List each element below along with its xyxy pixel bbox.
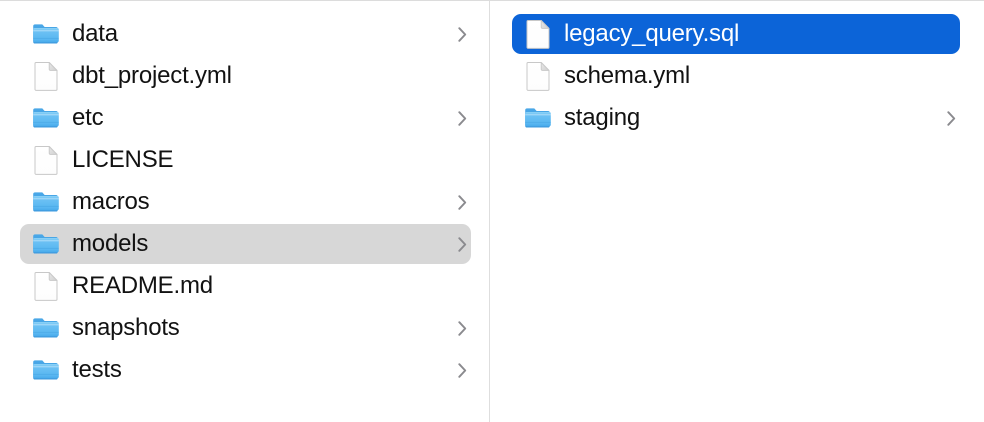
file-row-label: models <box>72 230 149 257</box>
folder-icon <box>32 356 60 384</box>
folder-icon-glyph <box>525 108 551 128</box>
folder-icon <box>32 188 60 216</box>
file-row-label: staging <box>564 104 640 131</box>
file-row-label: dbt_project.yml <box>72 62 232 89</box>
chevron-right-icon-glyph <box>946 110 955 126</box>
finder-column-child: legacy_query.sql schema.yml staging <box>490 1 983 422</box>
file-row-file[interactable]: dbt_project.yml <box>20 56 471 96</box>
file-row-label: etc <box>72 104 104 131</box>
disclosure-chevron-icon[interactable] <box>455 107 469 129</box>
folder-icon-glyph <box>33 108 59 128</box>
chevron-right-icon-glyph <box>457 110 466 126</box>
file-row-label: README.md <box>72 272 213 299</box>
disclosure-chevron-icon[interactable] <box>455 317 469 339</box>
folder-icon-glyph <box>33 318 59 338</box>
document-icon <box>32 61 60 91</box>
folder-icon <box>32 314 60 342</box>
file-row-folder[interactable]: etc <box>20 98 471 138</box>
file-row-label: data <box>72 20 118 47</box>
disclosure-chevron-icon[interactable] <box>455 23 469 45</box>
file-row-label: tests <box>72 356 122 383</box>
file-row-folder[interactable]: tests <box>20 350 471 390</box>
document-icon-glyph <box>526 19 550 49</box>
file-row-folder[interactable]: data <box>20 14 471 54</box>
file-row-folder[interactable]: staging <box>512 98 960 138</box>
document-icon <box>524 61 552 91</box>
folder-icon <box>32 230 60 258</box>
folder-icon <box>32 20 60 48</box>
chevron-right-icon-glyph <box>457 320 466 336</box>
document-icon-glyph <box>34 61 58 91</box>
file-row-label: schema.yml <box>564 62 691 89</box>
document-icon <box>32 145 60 175</box>
folder-icon <box>32 104 60 132</box>
chevron-right-icon-glyph <box>457 26 466 42</box>
file-row-label: legacy_query.sql <box>564 20 740 47</box>
folder-icon-glyph <box>33 360 59 380</box>
folder-icon <box>524 104 552 132</box>
file-row-label: snapshots <box>72 314 180 341</box>
file-row-folder[interactable]: snapshots <box>20 308 471 348</box>
folder-icon-glyph <box>33 24 59 44</box>
file-row-label: macros <box>72 188 150 215</box>
disclosure-chevron-icon[interactable] <box>455 191 469 213</box>
folder-icon-glyph <box>33 192 59 212</box>
folder-icon-glyph <box>33 234 59 254</box>
document-icon-glyph <box>34 145 58 175</box>
disclosure-chevron-icon[interactable] <box>455 233 469 255</box>
document-icon-glyph <box>34 271 58 301</box>
document-icon <box>524 19 552 49</box>
file-row-file[interactable]: legacy_query.sql <box>512 14 960 54</box>
document-icon-glyph <box>526 61 550 91</box>
chevron-right-icon-glyph <box>457 194 466 210</box>
file-row-file[interactable]: schema.yml <box>512 56 960 96</box>
disclosure-chevron-icon[interactable] <box>455 359 469 381</box>
file-row-folder[interactable]: macros <box>20 182 471 222</box>
file-row-file[interactable]: README.md <box>20 266 471 306</box>
file-row-label: LICENSE <box>72 146 174 173</box>
disclosure-chevron-icon[interactable] <box>944 107 958 129</box>
file-row-folder[interactable]: models <box>20 224 471 264</box>
document-icon <box>32 271 60 301</box>
chevron-right-icon-glyph <box>457 362 466 378</box>
chevron-right-icon-glyph <box>457 236 466 252</box>
file-row-file[interactable]: LICENSE <box>20 140 471 180</box>
